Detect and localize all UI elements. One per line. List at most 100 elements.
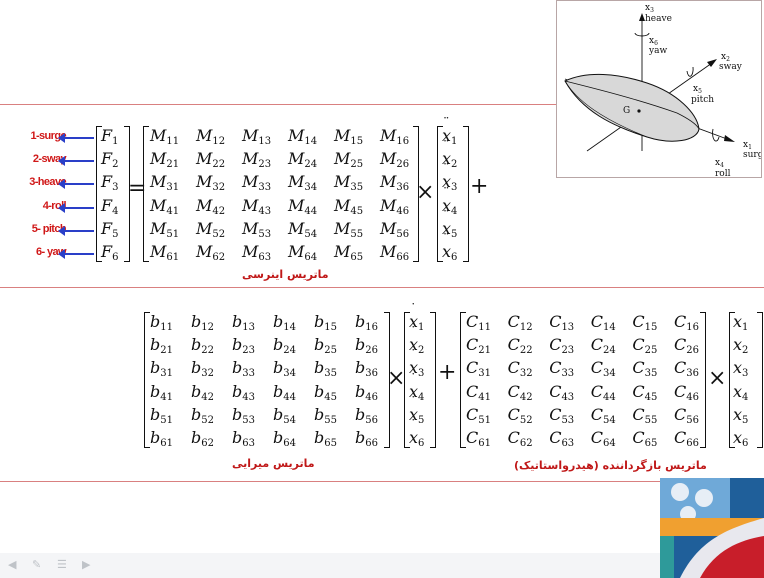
lower-rule [0,481,660,482]
damping-element: b66 [355,428,378,449]
surge-label: surge [743,150,762,160]
velocity-element: x˙4 [409,371,425,403]
inertia-element: M54 [288,218,318,240]
restoring-element: C51 [466,404,491,426]
dof-label: 1-surge [30,130,66,142]
damping-element: b53 [232,404,255,426]
restoring-element: C26 [674,335,699,357]
restoring-element: C45 [632,381,658,403]
inertia-element: M53 [242,218,272,240]
damping-matrix-right-bracket [384,312,390,448]
ship-diagram: x3 heave x6 yaw x2 sway x5 pitch G x1 su… [564,3,762,178]
damping-element: b32 [191,358,214,380]
damping-element: b54 [273,404,296,426]
left-arrow-icon [58,156,94,167]
inertia-element: M66 [380,242,410,263]
x1-label: x1 [743,140,752,151]
restoring-element: C21 [466,335,491,357]
times-sign: × [416,180,435,205]
g-label: G [623,106,630,116]
damping-element: b42 [191,381,214,403]
force-vector-right-bracket [124,126,130,262]
restoring-element: C23 [549,335,575,357]
damping-element: b64 [273,428,296,449]
menu-icon[interactable]: ☰ [57,558,67,571]
force-element: F2 [101,149,119,171]
inertia-element: M35 [334,172,364,194]
acceleration-vector-right-bracket [463,126,469,262]
roll-label: roll [715,169,731,178]
damping-element: b13 [232,312,255,333]
restoring-element: C35 [632,358,658,380]
forward-arrow-icon[interactable]: ▶ [82,558,91,571]
damping-element: b51 [150,404,173,426]
yaw-label: yaw [648,46,667,56]
inertia-element: M55 [334,218,364,240]
restoring-element: C44 [590,381,616,403]
inertia-element: M43 [242,195,272,217]
inertia-matrix-right-bracket [413,126,419,262]
restoring-element: C22 [507,335,533,357]
damping-element: b62 [191,428,214,449]
velocity-element: x˙2 [409,325,425,357]
inertia-element: M15 [334,126,364,147]
inertia-element: M65 [334,242,364,263]
damping-element: b23 [232,335,255,357]
restoring-element: C14 [590,312,616,333]
damping-element: b12 [191,312,214,333]
middle-rule [0,287,764,288]
inertia-element: M52 [196,218,226,240]
damping-element: b63 [232,428,255,449]
inertia-element: M23 [242,149,272,171]
dof-item: 3-heave [0,176,100,196]
acceleration-element: x¨5 [442,208,458,240]
restoring-element: C31 [466,358,491,380]
times-sign: × [708,366,727,391]
damping-element: b45 [314,381,337,403]
restoring-element: C41 [466,381,491,403]
pitch-label: pitch [691,95,714,105]
dof-item: 4-roll [0,200,100,220]
damping-element: b26 [355,335,378,357]
left-arrow-icon [58,202,94,213]
damping-element: b46 [355,381,378,403]
dof-label: 5- pitch [31,222,67,235]
restoring-element: C16 [674,312,699,333]
inertia-element: M22 [196,149,226,171]
inertia-element: M13 [242,126,272,147]
top-rule [0,104,556,105]
left-arrow-icon [58,133,94,143]
damping-element: b22 [191,335,214,357]
restoring-element: C55 [632,404,658,426]
damping-element: b44 [273,381,296,403]
inertia-element: M32 [196,172,226,194]
dof-label: 3-heave [29,176,66,189]
damping-element: b35 [314,358,337,380]
restoring-element: C32 [507,358,533,380]
force-element: F6 [101,242,119,263]
x4-label: x4 [715,158,724,169]
damping-element: b36 [355,358,378,380]
displacement-vector-right-bracket [757,312,763,448]
inertia-element: M62 [196,242,226,263]
plus-sign: + [470,174,489,199]
dof-item: 6- yaw [0,246,100,266]
damping-element: b14 [273,312,296,333]
restoring-element: C13 [549,312,575,333]
restoring-element: C33 [549,358,575,380]
damping-element: b52 [191,404,214,426]
restoring-element: C15 [632,312,658,333]
acceleration-vector-left-bracket [437,126,443,262]
back-arrow-icon[interactable]: ◀ [8,558,17,571]
pen-icon[interactable]: ✎ [32,558,42,571]
inertia-element: M14 [288,126,318,147]
displacement-element: x5 [733,404,749,426]
damping-element: b61 [150,428,173,449]
inertia-element: M24 [288,149,318,171]
times-sign: × [387,366,406,391]
acceleration-element: x¨6 [442,232,458,263]
inertia-element: M11 [150,126,180,147]
damping-element: b56 [355,404,378,426]
restoring-element: C52 [507,404,533,426]
inertia-element: M34 [288,172,318,194]
